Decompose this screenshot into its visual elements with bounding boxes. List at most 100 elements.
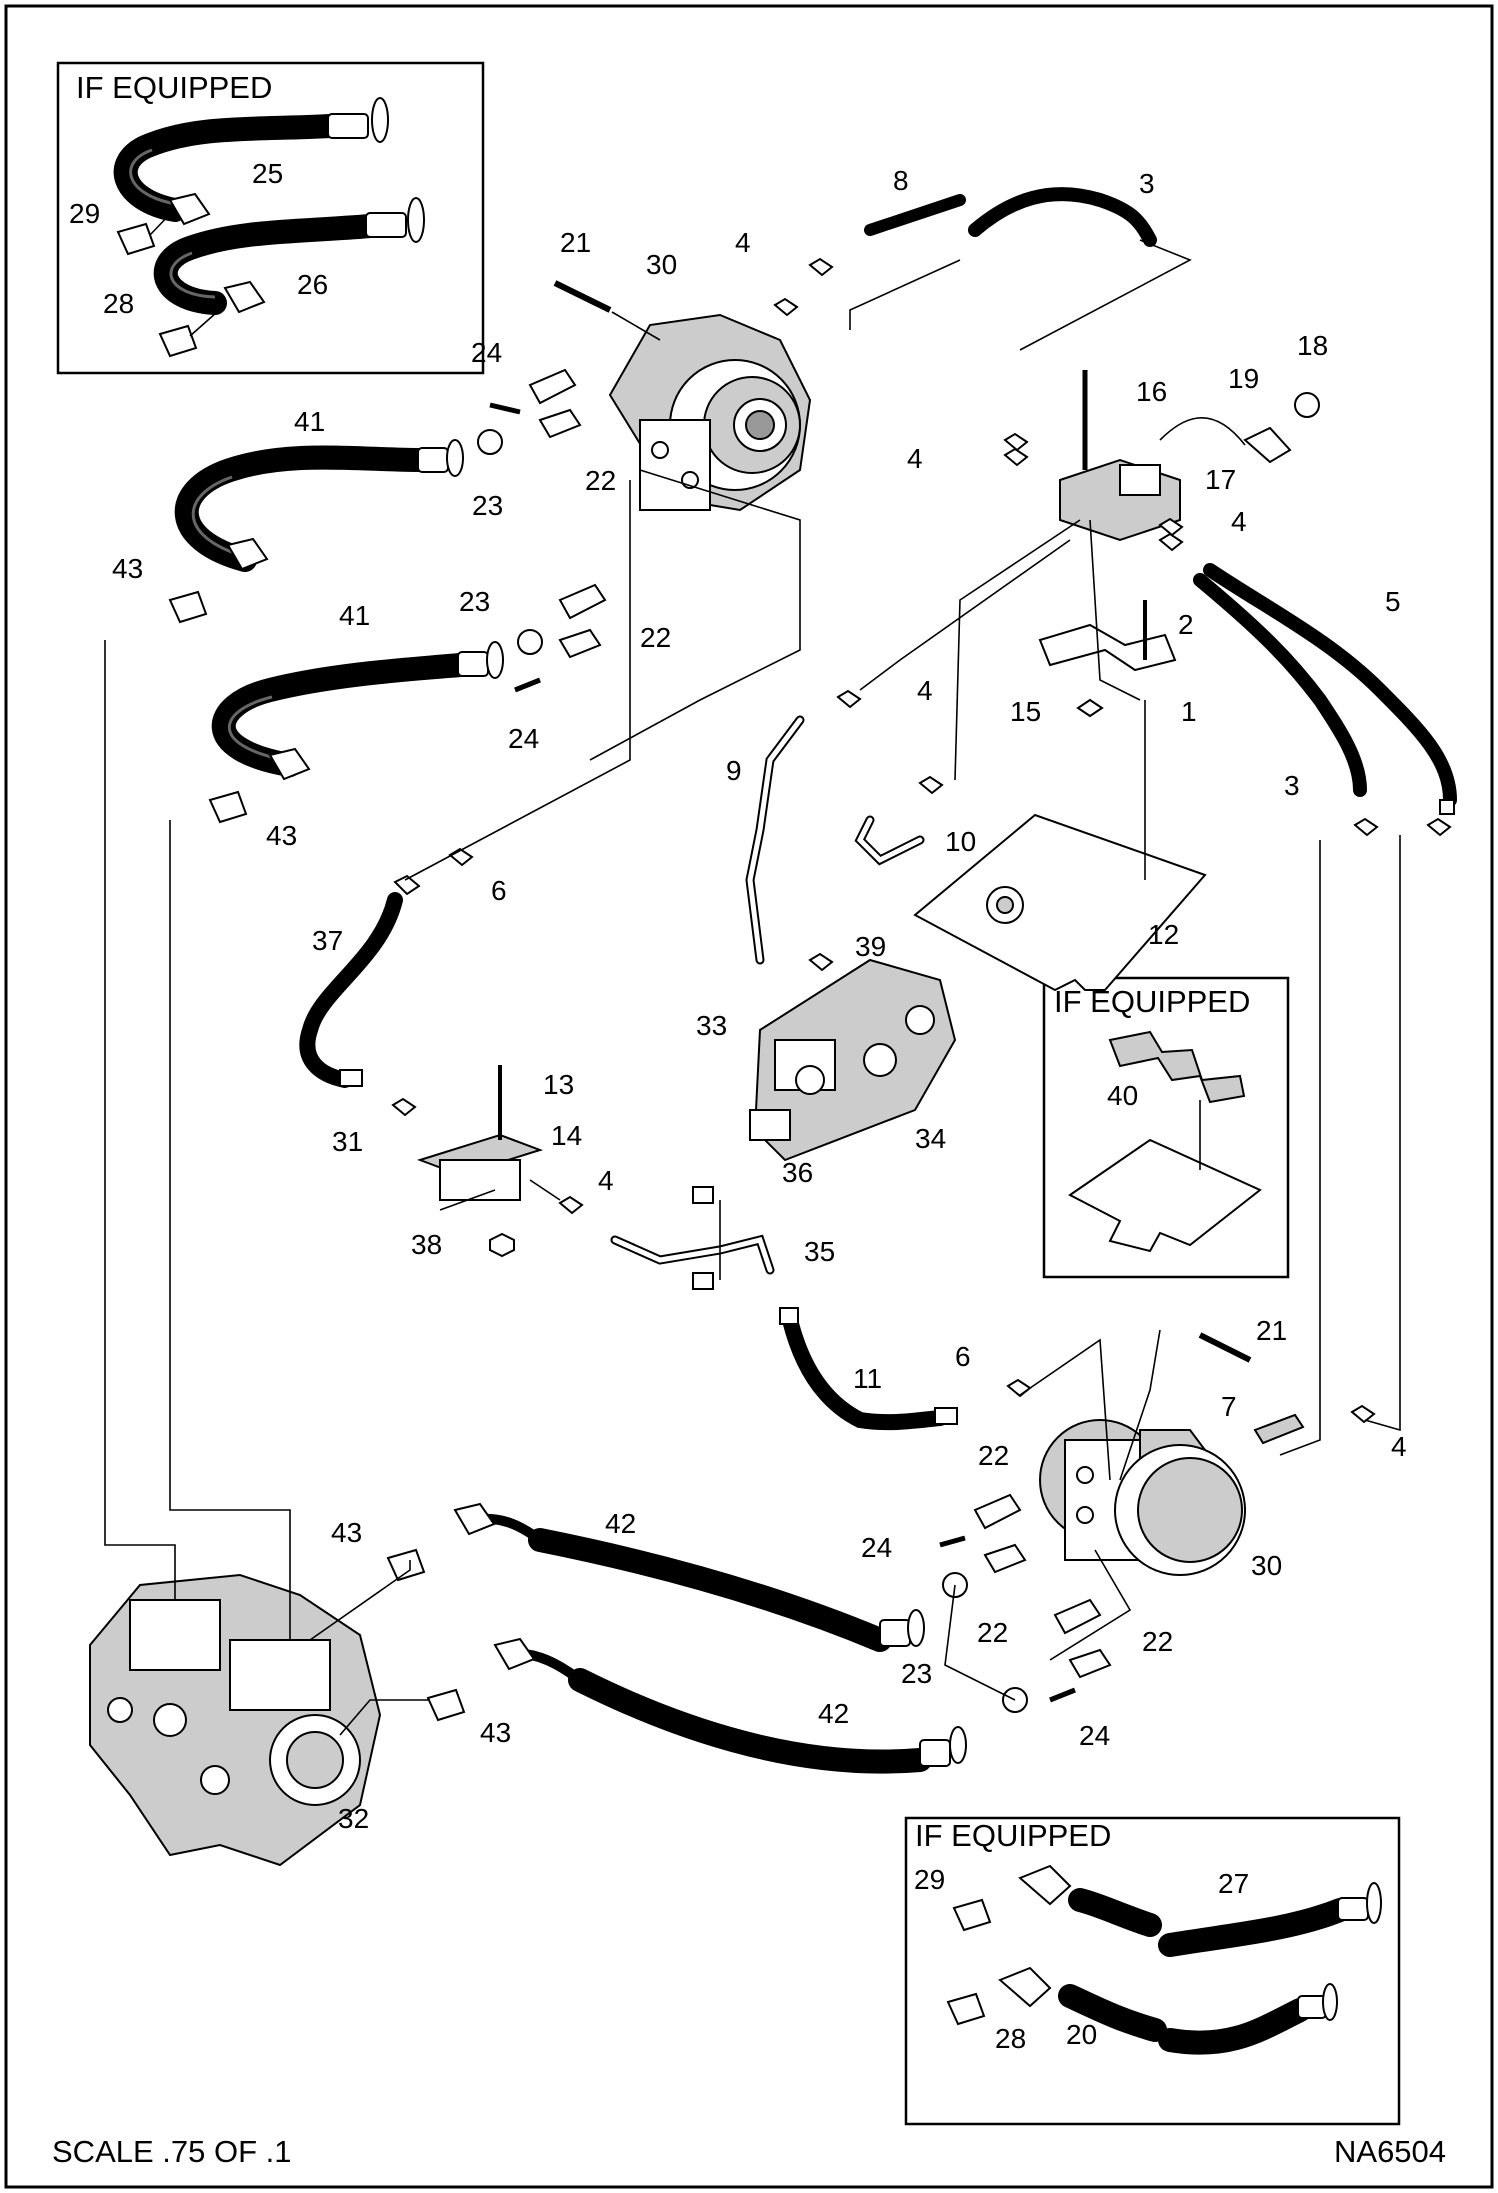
- tube-10: [854, 815, 925, 866]
- callout-14: 14: [551, 1120, 582, 1151]
- clamp-blocks-36: [692, 1186, 714, 1290]
- manifold-block: [1059, 370, 1321, 542]
- small-manifold-block: [416, 1065, 544, 1258]
- callout-4: 4: [1391, 1431, 1407, 1462]
- callout-22: 22: [640, 622, 671, 653]
- callout-3: 3: [1139, 168, 1155, 199]
- callout-35: 35: [804, 1236, 835, 1267]
- callout-24: 24: [1079, 1720, 1110, 1751]
- callout-43: 43: [331, 1517, 362, 1548]
- bracket-and-plate: [913, 600, 1207, 992]
- callout-41: 41: [294, 406, 325, 437]
- scale-note: SCALE .75 OF .1: [52, 2134, 292, 2169]
- callout-38: 38: [411, 1229, 442, 1260]
- callout-4: 4: [1231, 506, 1247, 537]
- callout-41: 41: [339, 600, 370, 631]
- hose-41-upper: [168, 439, 464, 624]
- callout-29: 29: [69, 198, 100, 229]
- callout-30: 30: [1251, 1550, 1282, 1581]
- callout-6: 6: [491, 875, 507, 906]
- clamps: [477, 368, 1112, 1713]
- hose-8: [864, 194, 966, 236]
- callout-43: 43: [112, 553, 143, 584]
- control-valve: [749, 958, 957, 1162]
- fittings: [391, 257, 1452, 1445]
- diagram-border: [4, 4, 1494, 2189]
- callout-13: 13: [543, 1069, 574, 1100]
- callout-16: 16: [1136, 376, 1167, 407]
- callout-37: 37: [312, 925, 343, 956]
- inset-title-top-left: IF EQUIPPED: [76, 70, 272, 105]
- callout-24: 24: [861, 1532, 892, 1563]
- callout-42: 42: [605, 1508, 636, 1539]
- callout-7: 7: [1221, 1391, 1237, 1422]
- tube-35: [610, 1234, 775, 1275]
- callout-4: 4: [735, 227, 751, 258]
- callout-42: 42: [818, 1698, 849, 1729]
- inset-title-bottom-right: IF EQUIPPED: [915, 1818, 1111, 1853]
- hose-37: [299, 874, 421, 1088]
- hose-3-right: [1193, 573, 1367, 797]
- callout-43: 43: [480, 1717, 511, 1748]
- callout-22: 22: [977, 1617, 1008, 1648]
- drive-motor-upper: [553, 280, 812, 512]
- callout-22: 22: [585, 465, 616, 496]
- callout-29: 29: [914, 1864, 945, 1895]
- callout-9: 9: [726, 755, 742, 786]
- callout-30: 30: [646, 249, 677, 280]
- callout-6: 6: [955, 1341, 971, 1372]
- callout-23: 23: [459, 586, 490, 617]
- callout-2: 2: [1178, 609, 1194, 640]
- inset-box-mid-right: IF EQUIPPED: [1042, 976, 1290, 1279]
- routing-lines: [104, 239, 1401, 1736]
- callout-25: 25: [252, 158, 283, 189]
- callout-28: 28: [103, 288, 134, 319]
- callout-4: 4: [917, 675, 933, 706]
- callout-11: 11: [853, 1363, 882, 1394]
- callout-32: 32: [338, 1803, 369, 1834]
- drawing-id: NA6504: [1334, 2134, 1446, 2169]
- callout-43: 43: [266, 820, 297, 851]
- callout-28: 28: [995, 2023, 1026, 2054]
- callout-27: 27: [1218, 1868, 1249, 1899]
- callout-15: 15: [1010, 696, 1041, 727]
- hose-5: [1203, 563, 1457, 815]
- callout-4: 4: [907, 443, 923, 474]
- callout-3: 3: [1284, 770, 1300, 801]
- hydrostatic-pump: [89, 1573, 382, 1867]
- hose-3-upper: [968, 187, 1157, 247]
- callout-34: 34: [915, 1123, 946, 1154]
- hose-42-upper: [386, 1502, 925, 1652]
- callout-24: 24: [471, 337, 502, 368]
- hose-41-lower: [208, 641, 504, 824]
- callout-21: 21: [560, 227, 591, 258]
- callout-36: 36: [782, 1157, 813, 1188]
- callout-31: 31: [332, 1126, 363, 1157]
- callout-18: 18: [1297, 330, 1328, 361]
- callout-23: 23: [472, 490, 503, 521]
- callout-4: 4: [598, 1165, 614, 1196]
- callout-10: 10: [945, 826, 976, 857]
- hose-42-lower: [426, 1637, 967, 1774]
- callout-26: 26: [297, 269, 328, 300]
- callout-39: 39: [855, 931, 886, 962]
- callout-12: 12: [1148, 919, 1179, 950]
- callout-23: 23: [901, 1658, 932, 1689]
- callout-5: 5: [1385, 586, 1401, 617]
- callout-labels: 25 29 26 28 21 30 4 8 3 24 41 23 22 43 1…: [69, 158, 1407, 2054]
- inset-box-bottom-right: IF EQUIPPED: [904, 1816, 1401, 2126]
- callout-8: 8: [893, 165, 909, 196]
- drive-motor-lower: [1039, 1332, 1252, 1576]
- callout-24: 24: [508, 723, 539, 754]
- callout-19: 19: [1228, 363, 1259, 394]
- callout-20: 20: [1066, 2019, 1097, 2050]
- callout-21: 21: [1256, 1315, 1287, 1346]
- callout-22: 22: [1142, 1626, 1173, 1657]
- callout-40: 40: [1107, 1080, 1138, 1111]
- hose-11: [779, 1307, 958, 1431]
- callout-22: 22: [978, 1440, 1009, 1471]
- inset-box-top-left: IF EQUIPPED: [56, 61, 485, 375]
- callout-33: 33: [696, 1010, 727, 1041]
- callout-1: 1: [1181, 696, 1197, 727]
